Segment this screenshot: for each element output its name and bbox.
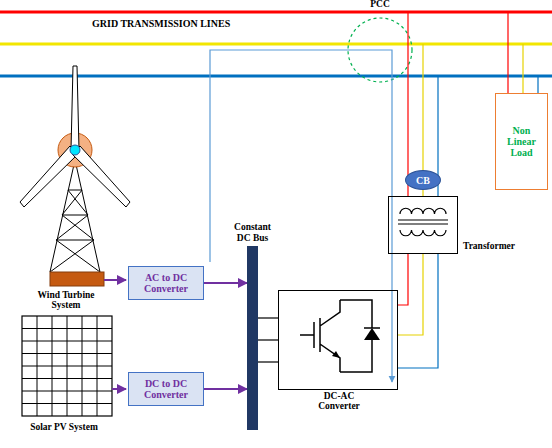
node-label: Constant DC Bus	[230, 222, 276, 243]
node-label: DC to DC Converter	[132, 378, 200, 400]
wire-yellow	[522, 44, 523, 93]
bus-wire	[258, 317, 278, 318]
diode-symbol	[364, 328, 380, 340]
pv-panel	[22, 316, 112, 416]
node-label: Transformer	[463, 241, 515, 251]
power-arrow	[204, 282, 247, 284]
node-label: Non Linear Load	[499, 125, 544, 158]
breaker-ellipse: CB	[405, 170, 441, 190]
node-label: CB	[416, 175, 430, 186]
inverter-box: DC-AC Converter	[278, 290, 398, 390]
converter-box: DC to DC Converter	[128, 372, 204, 406]
load-box: Non Linear Load	[495, 93, 548, 190]
converter-box: AC to DC Converter	[128, 266, 204, 300]
wire-blue	[537, 76, 538, 93]
turbine-center	[70, 145, 80, 155]
signal-line	[210, 50, 392, 382]
transformer-core	[398, 220, 448, 224]
wire-connector	[258, 339, 278, 340]
pcc-label: PCC	[360, 0, 400, 9]
system-label: Wind Turbine System	[26, 290, 106, 311]
power-arrow	[104, 279, 126, 281]
wire-connector	[398, 254, 423, 335]
transformer-coil	[400, 208, 446, 214]
wire-red	[507, 12, 508, 93]
node-label: DC-AC Converter	[307, 391, 371, 412]
phase-line-blue	[0, 75, 552, 78]
wire-yellow	[422, 44, 423, 172]
phase-line-red	[0, 11, 552, 14]
igbt-symbol	[300, 300, 372, 372]
power-arrow	[204, 388, 247, 390]
dc-bus-bar: Constant DC Bus	[247, 246, 258, 430]
grid-label: GRID TRANSMISSION LINES	[92, 18, 232, 29]
phase-line-yellow	[0, 43, 552, 46]
diode-bar	[364, 327, 380, 329]
igbt-arrow	[332, 351, 340, 358]
turbine-blade	[72, 146, 130, 207]
turbine-base	[50, 272, 104, 286]
node-label: AC to DC Converter	[132, 272, 200, 294]
wire-red	[407, 12, 408, 196]
turbine-blade	[71, 66, 79, 150]
system-label: Solar PV System	[14, 422, 114, 432]
transformer-box: Transformer	[388, 196, 458, 254]
power-arrow	[112, 388, 126, 390]
turbine-blade	[20, 146, 78, 207]
pv-cells	[22, 316, 112, 416]
wire-blue	[398, 254, 438, 368]
transformer-coil	[400, 230, 446, 236]
wire-red	[398, 254, 408, 305]
bus-wire	[258, 361, 278, 362]
turbine-tower	[50, 160, 100, 272]
